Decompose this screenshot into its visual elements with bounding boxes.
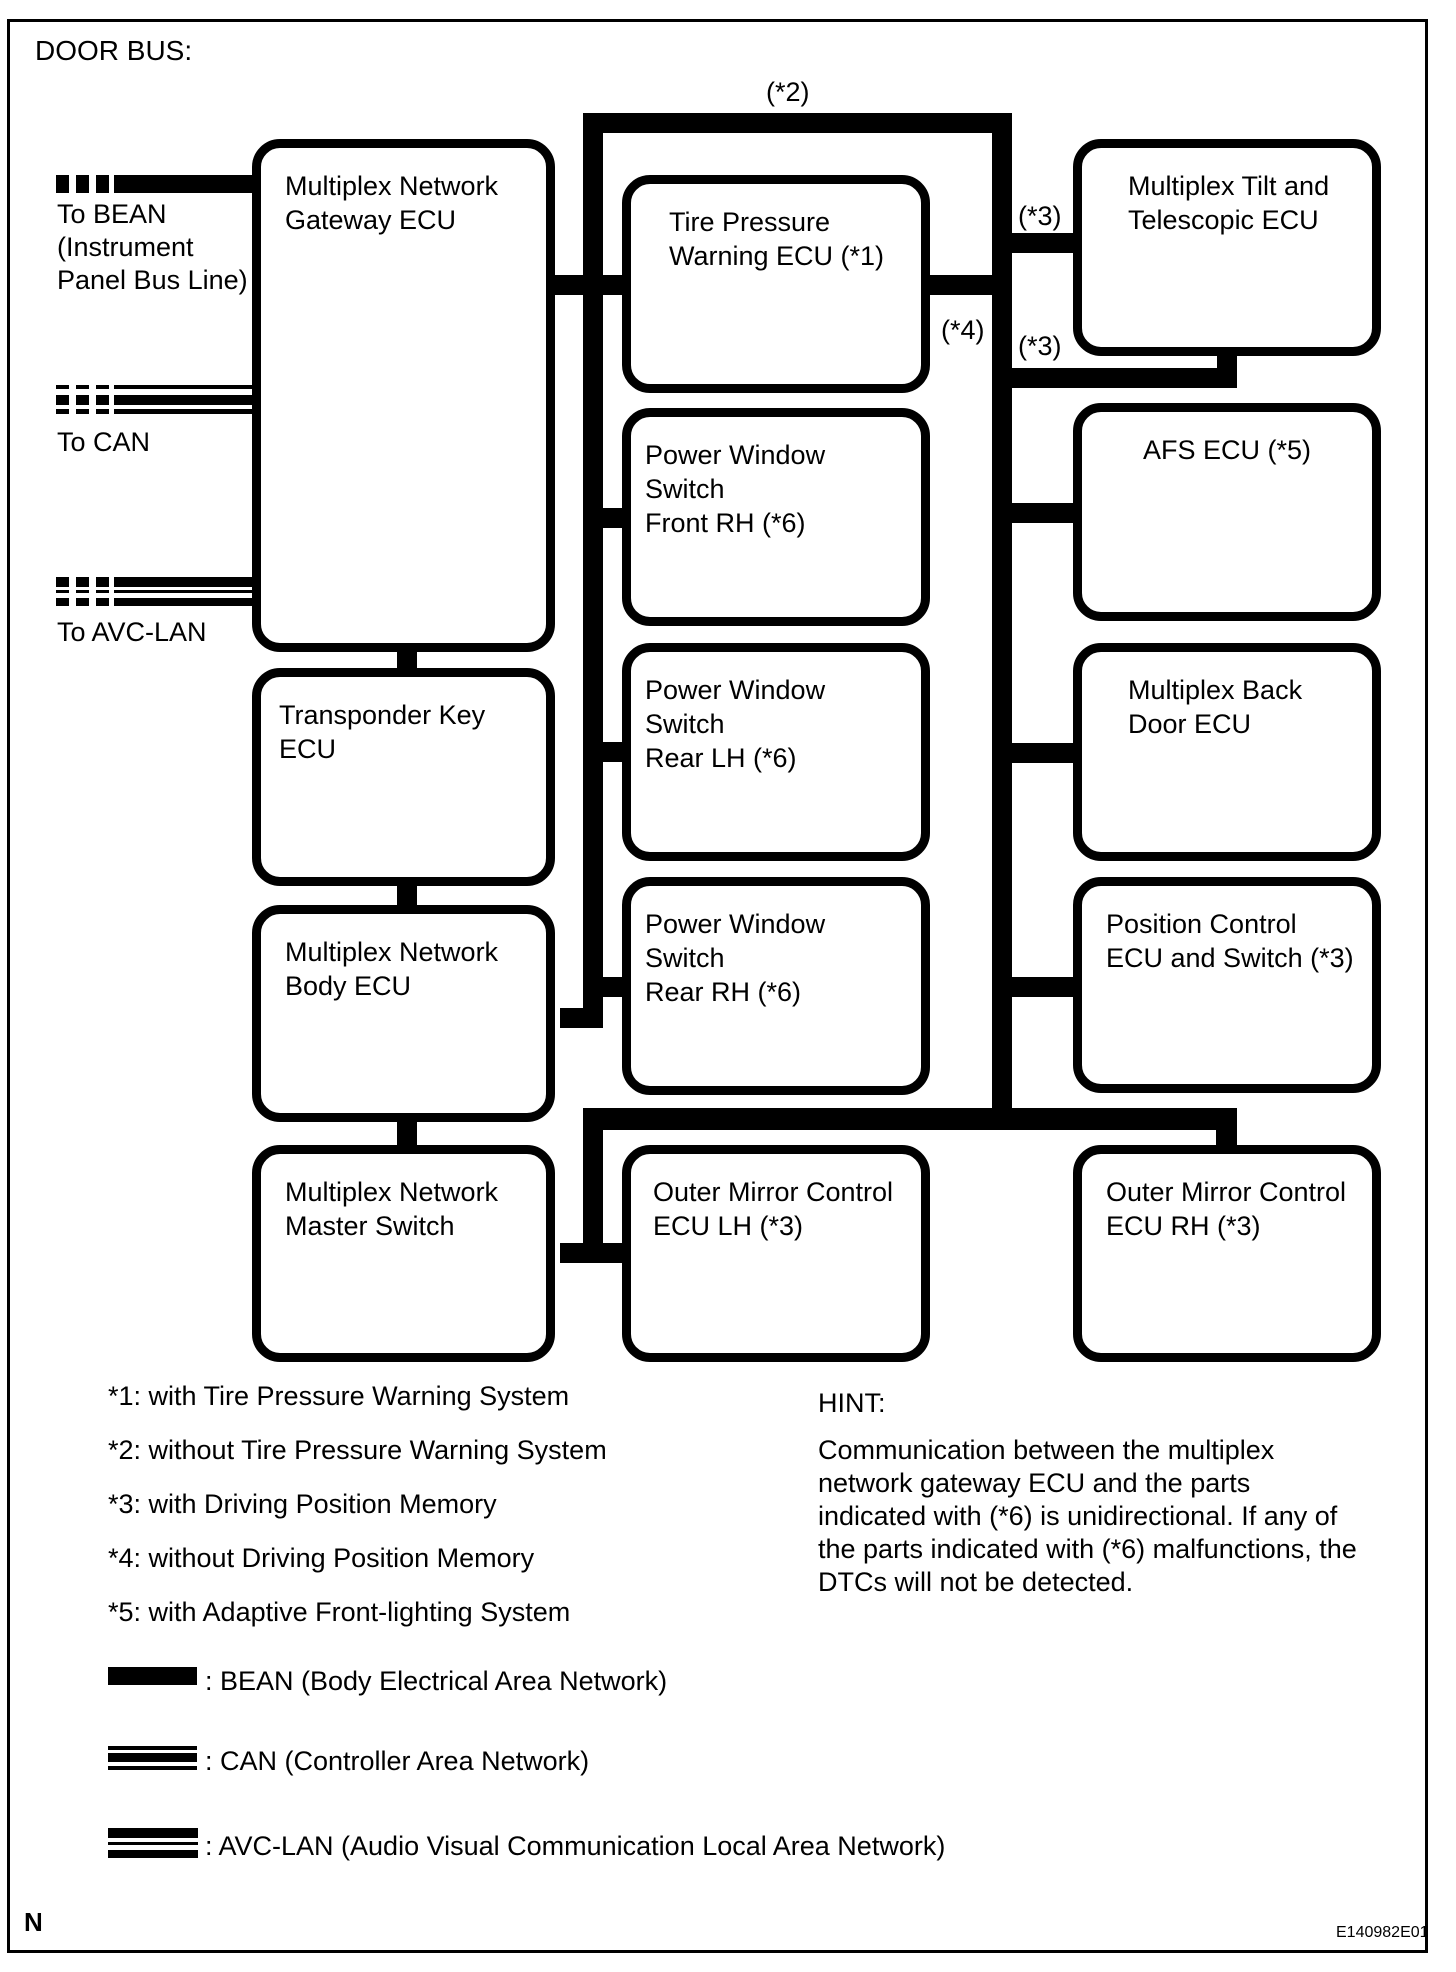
- bean-connector-pw-rear-rh: [603, 977, 622, 997]
- box-multiplex-back-door-ecu: Multiplex Back Door ECU: [1073, 643, 1381, 861]
- box-power-window-switch-front-rh: Power Window Switch Front RH (*6): [622, 408, 930, 626]
- bean-connector-position-control: [1012, 977, 1073, 997]
- bean-connector-pw-front-rh: [603, 508, 622, 528]
- box-power-window-switch-rear-rh: Power Window Switch Rear RH (*6): [622, 877, 930, 1095]
- bean-bus-right-vertical: [992, 113, 1012, 1130]
- avc-lan-entry-line-middle: [56, 590, 253, 593]
- hint-body: Communication between the multiplex netw…: [818, 1435, 1357, 1597]
- to-bean-label: To BEAN (Instrument Panel Bus Line): [57, 199, 248, 295]
- bean-connector-tilt-upper: [1012, 233, 1073, 253]
- footnote-2: *2: without Tire Pressure Warning System: [108, 1435, 607, 1465]
- bean-bus-top-bypass-line: [583, 113, 1012, 133]
- bean-connector-master-to-om-lh: [560, 1243, 622, 1263]
- box-transponder-key-ecu: Transponder Key ECU: [252, 668, 555, 886]
- box-label: Multiplex Network Master Switch: [285, 1177, 499, 1241]
- box-label: Tire Pressure Warning ECU (*1): [669, 207, 885, 271]
- page-title: DOOR BUS:: [35, 35, 193, 66]
- box-multiplex-network-body-ecu: Multiplex Network Body ECU: [252, 905, 555, 1122]
- variant-label-star3-mid: (*3): [1018, 331, 1062, 361]
- hint-heading: HINT:: [818, 1388, 886, 1418]
- bean-connector-afs: [1012, 503, 1073, 523]
- box-label: Multiplex Tilt and Telescopic ECU: [1128, 171, 1330, 235]
- bean-connector-tire-to-bus: [930, 275, 1012, 295]
- can-entry-line-top: [56, 385, 253, 389]
- diagram-border: [7, 19, 1428, 1953]
- bean-connector-tilt-lower: [1012, 368, 1237, 388]
- box-label: Position Control ECU and Switch (*3): [1106, 909, 1354, 973]
- box-position-control-ecu-and-switch: Position Control ECU and Switch (*3): [1073, 877, 1381, 1093]
- box-multiplex-network-master-switch: Multiplex Network Master Switch: [252, 1145, 555, 1362]
- box-power-window-switch-rear-lh: Power Window Switch Rear LH (*6): [622, 643, 930, 861]
- can-entry-line-bottom: [56, 409, 253, 414]
- variant-label-star2: (*2): [766, 77, 810, 107]
- bean-stub-gateway-to-transponder: [397, 652, 417, 668]
- box-label: Outer Mirror Control ECU LH (*3): [653, 1177, 894, 1241]
- footnote-5: *5: with Adaptive Front-lighting System: [108, 1597, 571, 1627]
- legend-bean-label: : BEAN (Body Electrical Area Network): [205, 1666, 668, 1696]
- bean-connector-gateway-to-tire: [555, 275, 622, 295]
- box-multiplex-network-gateway-ecu: Multiplex Network Gateway ECU: [252, 139, 555, 652]
- box-label: Power Window Switch Rear RH (*6): [645, 909, 826, 1007]
- box-label: Multiplex Back Door ECU: [1128, 675, 1303, 739]
- legend-bean-symbol: [108, 1667, 197, 1685]
- box-label: Multiplex Network Gateway ECU: [285, 171, 499, 235]
- bean-connector-body-ecu: [560, 1008, 603, 1028]
- box-outer-mirror-control-ecu-rh: Outer Mirror Control ECU RH (*3): [1073, 1145, 1381, 1362]
- box-label: Outer Mirror Control ECU RH (*3): [1106, 1177, 1347, 1241]
- box-label: Power Window Switch Rear LH (*6): [645, 675, 826, 773]
- figure-code: E140982E01: [1336, 1924, 1429, 1941]
- bean-bus-lower-horizontal: [583, 1108, 1237, 1130]
- can-entry-line-middle: [56, 395, 253, 405]
- box-tire-pressure-warning-ecu: Tire Pressure Warning ECU (*1): [622, 175, 930, 393]
- variant-label-star3-top: (*3): [1018, 201, 1062, 231]
- footnote-4: *4: without Driving Position Memory: [108, 1543, 535, 1573]
- legend-avc-lan-symbol: [108, 1828, 198, 1858]
- bean-stub-body-to-master: [397, 1122, 417, 1145]
- legend-can-symbol: [108, 1746, 197, 1770]
- to-avc-lan-label: To AVC-LAN: [57, 617, 207, 647]
- footnote-1: *1: with Tire Pressure Warning System: [108, 1381, 570, 1411]
- box-outer-mirror-control-ecu-lh: Outer Mirror Control ECU LH (*3): [622, 1145, 930, 1362]
- bean-connector-back-door: [1012, 743, 1073, 763]
- box-afs-ecu: AFS ECU (*5): [1073, 403, 1381, 621]
- avc-lan-entry-line-bottom: [56, 598, 253, 606]
- avc-lan-entry-line-top: [56, 577, 253, 587]
- box-label: Transponder Key ECU: [279, 700, 486, 764]
- page-marker: N: [24, 1907, 43, 1937]
- to-can-label: To CAN: [57, 427, 151, 457]
- bean-bus-left-vertical: [583, 113, 603, 1028]
- bean-bus-master-vertical: [583, 1130, 603, 1263]
- box-label: Power Window Switch Front RH (*6): [645, 440, 826, 538]
- legend-avc-lan-label: : AVC-LAN (Audio Visual Communication Lo…: [205, 1831, 946, 1861]
- bean-entry-line: [56, 175, 253, 193]
- box-multiplex-tilt-and-telescopic-ecu: Multiplex Tilt and Telescopic ECU: [1073, 139, 1381, 356]
- footnote-3: *3: with Driving Position Memory: [108, 1489, 497, 1519]
- bean-connector-pw-rear-lh: [603, 742, 622, 762]
- box-label: AFS ECU (*5): [1142, 435, 1312, 465]
- box-label: Multiplex Network Body ECU: [285, 937, 499, 1001]
- legend-can-label: : CAN (Controller Area Network): [205, 1746, 590, 1776]
- variant-label-star4: (*4): [941, 315, 985, 345]
- bean-stub-transponder-to-body: [397, 886, 417, 905]
